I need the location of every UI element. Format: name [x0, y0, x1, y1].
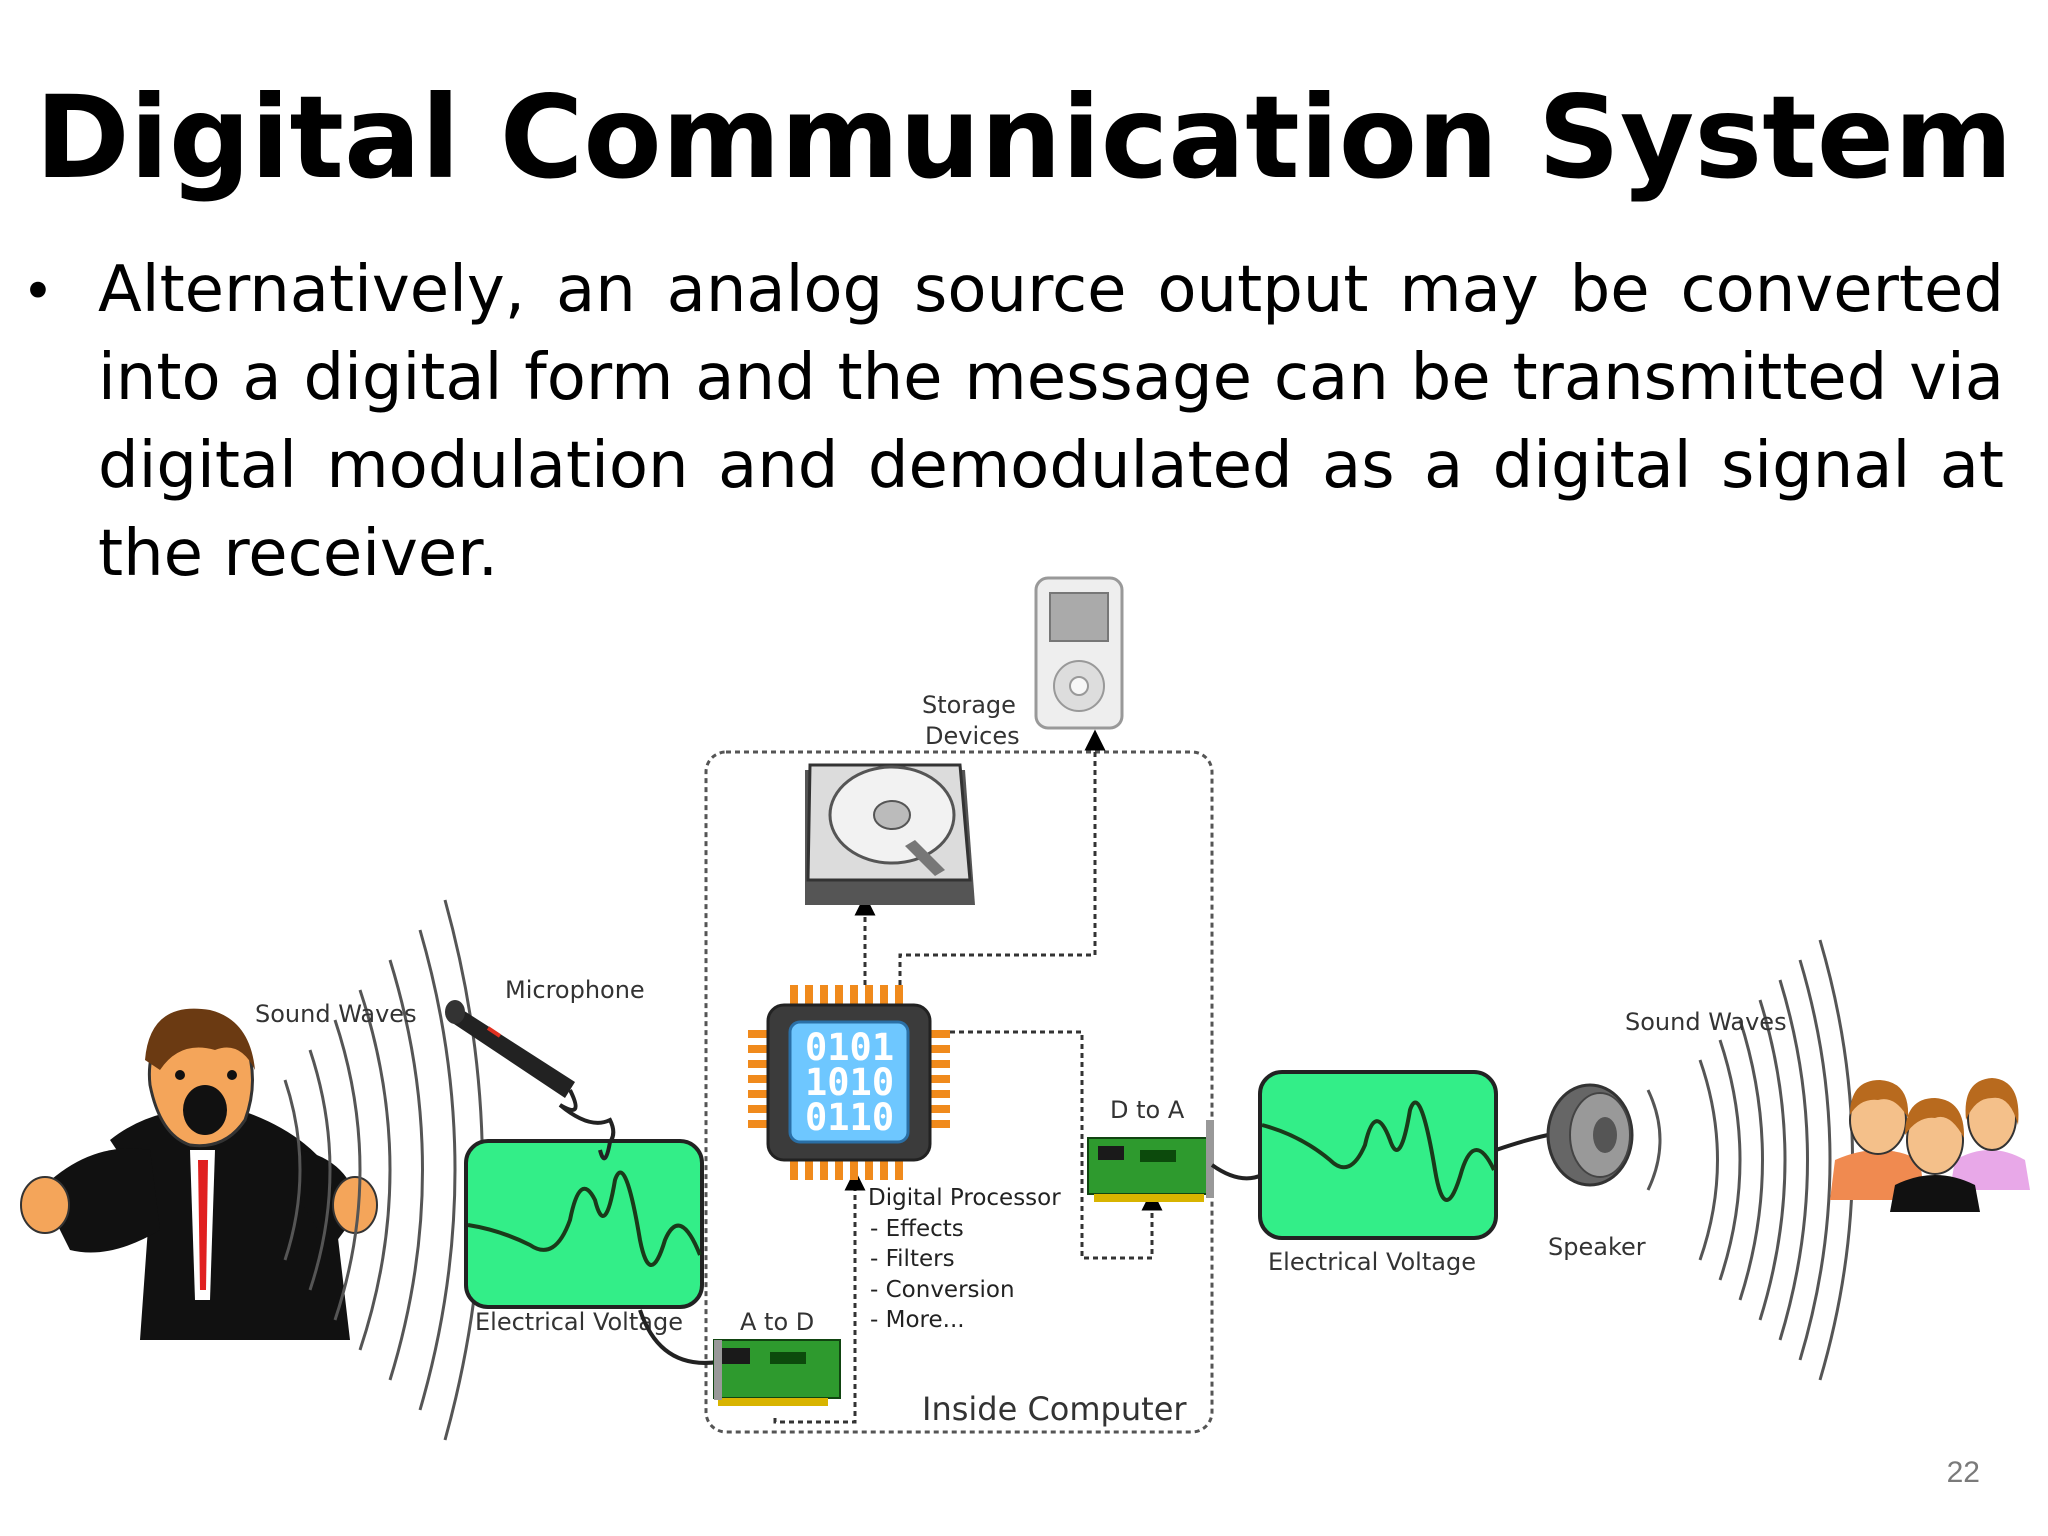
- chip-bits-line-1: 0101: [805, 1026, 894, 1069]
- microphone-icon: [445, 1000, 616, 1152]
- a-to-d-label: A to D: [740, 1308, 814, 1336]
- microphone-label: Microphone: [505, 976, 645, 1004]
- sound-waves-left-label: Sound Waves: [255, 1000, 417, 1028]
- d-to-a-label: D to A: [1110, 1096, 1185, 1124]
- hard-drive-icon: [805, 763, 975, 905]
- audience-icon: [1830, 1078, 2030, 1212]
- communication-diagram: Sound Waves Microphone Electrical Voltag…: [20, 576, 2030, 1441]
- storage-device-icon: [1034, 576, 1124, 730]
- dp-item-more: - More...: [870, 1307, 965, 1333]
- left-voltage-scope: [464, 1139, 704, 1309]
- digital-processor-chip-icon: 0101 1010 0110: [748, 985, 950, 1180]
- inside-computer-label: Inside Computer: [922, 1390, 1187, 1428]
- a-to-d-card-icon: [713, 1339, 841, 1406]
- page-number: 22: [1946, 1456, 1980, 1489]
- right-voltage-scope: [1258, 1070, 1498, 1240]
- speaker-icon: [1546, 1083, 1634, 1187]
- speaker-person-icon: [20, 1008, 378, 1340]
- storage-devices-label-2: Devices: [925, 722, 1020, 750]
- sound-waves-right-label: Sound Waves: [1625, 1008, 1787, 1036]
- speaker-label: Speaker: [1548, 1233, 1646, 1261]
- bullet-marker: •: [22, 260, 54, 323]
- chip-bits-line-3: 0110: [805, 1096, 894, 1139]
- chip-bits-line-2: 1010: [805, 1061, 894, 1104]
- sound-waves-left-icon: [283, 899, 484, 1441]
- dp-item-conversion: - Conversion: [870, 1277, 1015, 1303]
- electrical-voltage-right-label: Electrical Voltage: [1268, 1248, 1476, 1276]
- bullet-text: Alternatively, an analog source output m…: [98, 253, 2004, 591]
- slide-title: Digital Communication System: [35, 71, 2013, 204]
- sound-waves-right-icon: [1646, 939, 1854, 1381]
- storage-devices-label-1: Storage: [922, 691, 1016, 719]
- dp-item-effects: - Effects: [870, 1216, 964, 1242]
- digital-processor-label: Digital Processor: [868, 1185, 1061, 1211]
- d-to-a-card-icon: [1087, 1120, 1214, 1202]
- dp-item-filters: - Filters: [870, 1246, 955, 1272]
